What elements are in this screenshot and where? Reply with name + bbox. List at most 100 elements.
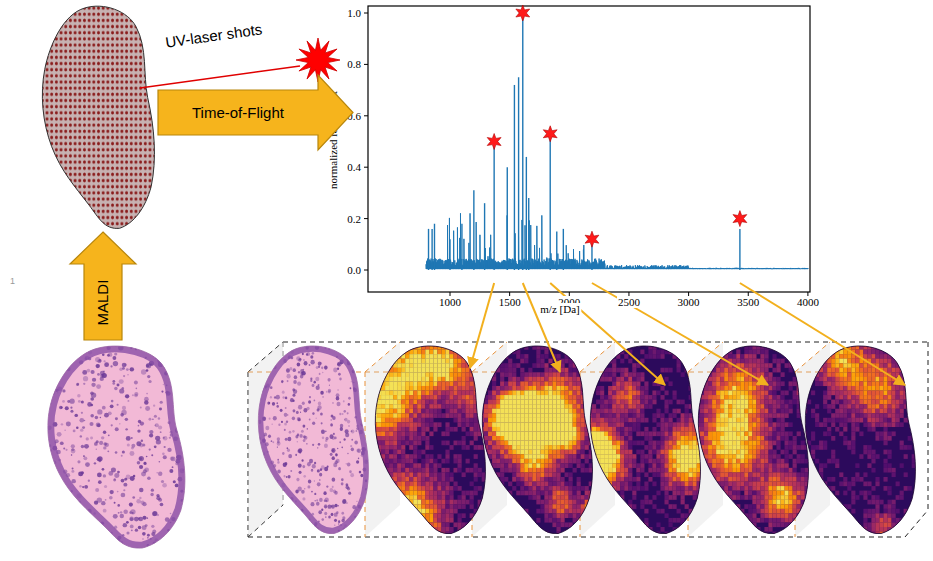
nucleus-dot [289, 367, 292, 370]
heatmap-pixel [413, 504, 417, 509]
heatmap-pixel [393, 518, 397, 523]
heatmap-pixel [397, 477, 401, 482]
heatmap-pixel [397, 363, 401, 368]
heatmap-pixel [425, 441, 429, 446]
nucleus-dot [356, 530, 360, 535]
epidermis-band [48, 346, 185, 548]
heatmap-pixel [409, 377, 413, 382]
nucleus-dot [137, 461, 140, 464]
nucleus-dot [175, 382, 177, 384]
nucleus-dot [276, 395, 280, 400]
nucleus-dot [306, 443, 307, 445]
heatmap-pixel [417, 468, 421, 473]
heatmap-pixel [405, 418, 409, 423]
heatmap-pixel [393, 436, 397, 441]
nucleus-dot [139, 456, 144, 461]
nucleus-dot [263, 344, 264, 346]
nucleus-dot [305, 532, 307, 534]
nucleus-dot [123, 510, 128, 514]
nucleus-dot [312, 384, 315, 387]
nucleus-dot [163, 437, 165, 439]
heatmap-pixel [470, 400, 474, 405]
heatmap-pixel [458, 459, 462, 464]
heatmap-pixel [413, 491, 417, 496]
nucleus-dot [320, 362, 322, 364]
nucleus-dot [311, 491, 313, 493]
nucleus-dot [134, 394, 138, 398]
heatmap-pixel [393, 381, 397, 386]
nucleus-dot [362, 413, 366, 417]
nucleus-dot [287, 374, 291, 379]
heatmap-pixel [417, 413, 421, 418]
nucleus-dot [96, 531, 97, 532]
nucleus-dot [95, 488, 99, 492]
heatmap-pixel [401, 504, 405, 509]
heatmap-pixel [421, 404, 425, 409]
nucleus-dot [314, 462, 316, 465]
heatmap-pixel [377, 500, 381, 505]
nucleus-dot [260, 461, 264, 466]
nucleus-dot [314, 500, 315, 502]
heatmap-pixel [405, 486, 409, 491]
heatmap-pixel [389, 450, 393, 455]
heatmap-pixel [449, 527, 453, 532]
nucleus-dot [177, 363, 178, 364]
nucleus-dot [94, 532, 99, 537]
nucleus-dot [96, 364, 100, 368]
nucleus-dot [50, 361, 52, 363]
heatmap-pixel [413, 454, 417, 459]
nucleus-dot [297, 521, 300, 525]
heatmap-pixel [417, 500, 421, 505]
heatmap-pixel [393, 413, 397, 418]
nucleus-dot [290, 527, 293, 530]
nucleus-dot [84, 444, 89, 449]
heatmap-pixel [425, 354, 429, 359]
heatmap-pixel [470, 418, 474, 423]
heatmap-pixel [413, 486, 417, 491]
heatmap-pixel [381, 409, 385, 414]
nucleus-dot [48, 447, 50, 449]
nucleus-dot [330, 419, 331, 420]
nucleus-dot [307, 407, 310, 411]
nucleus-dot [261, 469, 264, 473]
nucleus-dot [149, 418, 152, 421]
heatmap-pixel [437, 454, 441, 459]
nucleus-dot [84, 485, 88, 489]
nucleus-dot [122, 363, 127, 367]
nucleus-dot [150, 493, 153, 496]
nucleus-dot [286, 528, 290, 532]
heatmap-pixel [377, 418, 381, 423]
nucleus-dot [87, 369, 91, 373]
nucleus-dot [70, 407, 72, 409]
nucleus-dot [129, 511, 132, 514]
nucleus-dot [296, 411, 299, 414]
nucleus-dot [281, 496, 285, 500]
heatmap-pixel [417, 409, 421, 414]
nucleus-dot [358, 458, 359, 460]
nucleus-dot [134, 381, 138, 385]
heatmap-pixel [421, 468, 425, 473]
heatmap-pixel [462, 391, 466, 396]
heatmap-pixel [381, 450, 385, 455]
nucleus-dot [272, 441, 274, 443]
nucleus-dot [116, 384, 119, 387]
nucleus-dot [338, 467, 341, 470]
nucleus-dot [101, 501, 105, 505]
heatmap-pixel [393, 391, 397, 396]
nucleus-dot [80, 528, 85, 533]
heatmap-pixel [449, 495, 453, 500]
heatmap-pixel [417, 381, 421, 386]
nucleus-dot [266, 344, 269, 347]
nucleus-dot [268, 434, 271, 437]
nucleus-dot [302, 465, 305, 468]
heatmap-pixel [389, 386, 393, 391]
heatmap-pixel [462, 527, 466, 532]
nucleus-dot [260, 348, 263, 351]
heatmap-pixel [449, 372, 453, 377]
nucleus-dot [176, 396, 179, 399]
heatmap-pixel [425, 463, 429, 468]
nucleus-dot [142, 444, 145, 447]
nucleus-dot [96, 522, 100, 526]
nucleus-dot [301, 533, 303, 536]
heatmap-pixel [397, 532, 401, 537]
